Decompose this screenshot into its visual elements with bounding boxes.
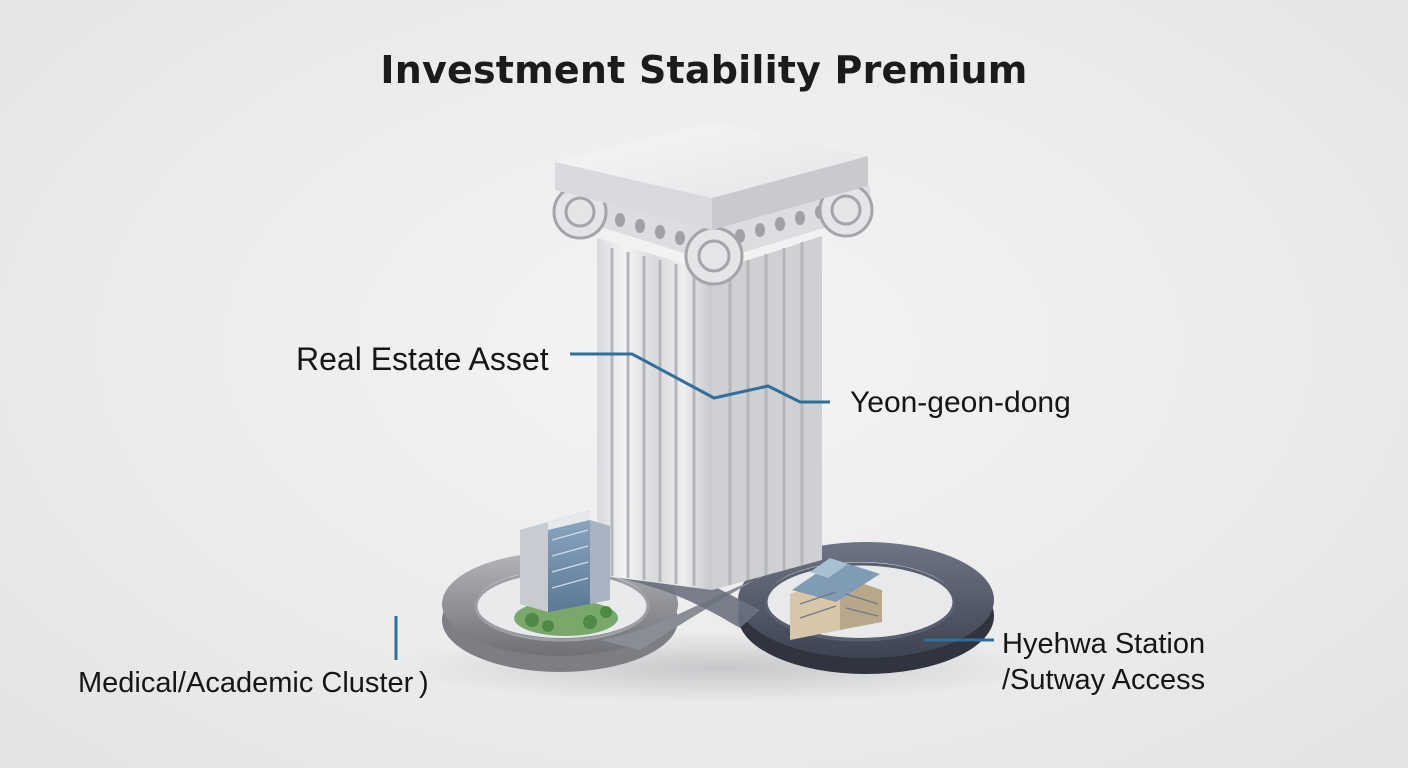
diagram-title: Investment Stability Premium bbox=[380, 48, 1028, 92]
leader-line-real-estate bbox=[570, 352, 830, 404]
label-yeon-geon-dong: Yeon-geon-dong bbox=[850, 386, 1071, 419]
label-hyehwa-line2: /Sutway Access bbox=[1002, 664, 1206, 696]
label-hyehwa-line1: Hyehwa Station bbox=[1002, 628, 1206, 660]
medical-academic-building bbox=[514, 510, 618, 636]
label-real-estate-asset: Real Estate Asset bbox=[296, 341, 549, 377]
greek-column bbox=[552, 122, 874, 590]
label-medical-academic-cluster: Medical/Academic Cluster ) bbox=[78, 667, 429, 699]
infinity-crossing bbox=[600, 560, 790, 650]
station-building bbox=[790, 558, 882, 640]
label-hyehwa-station: Hyehwa Station /Sutway Access bbox=[1002, 626, 1205, 698]
